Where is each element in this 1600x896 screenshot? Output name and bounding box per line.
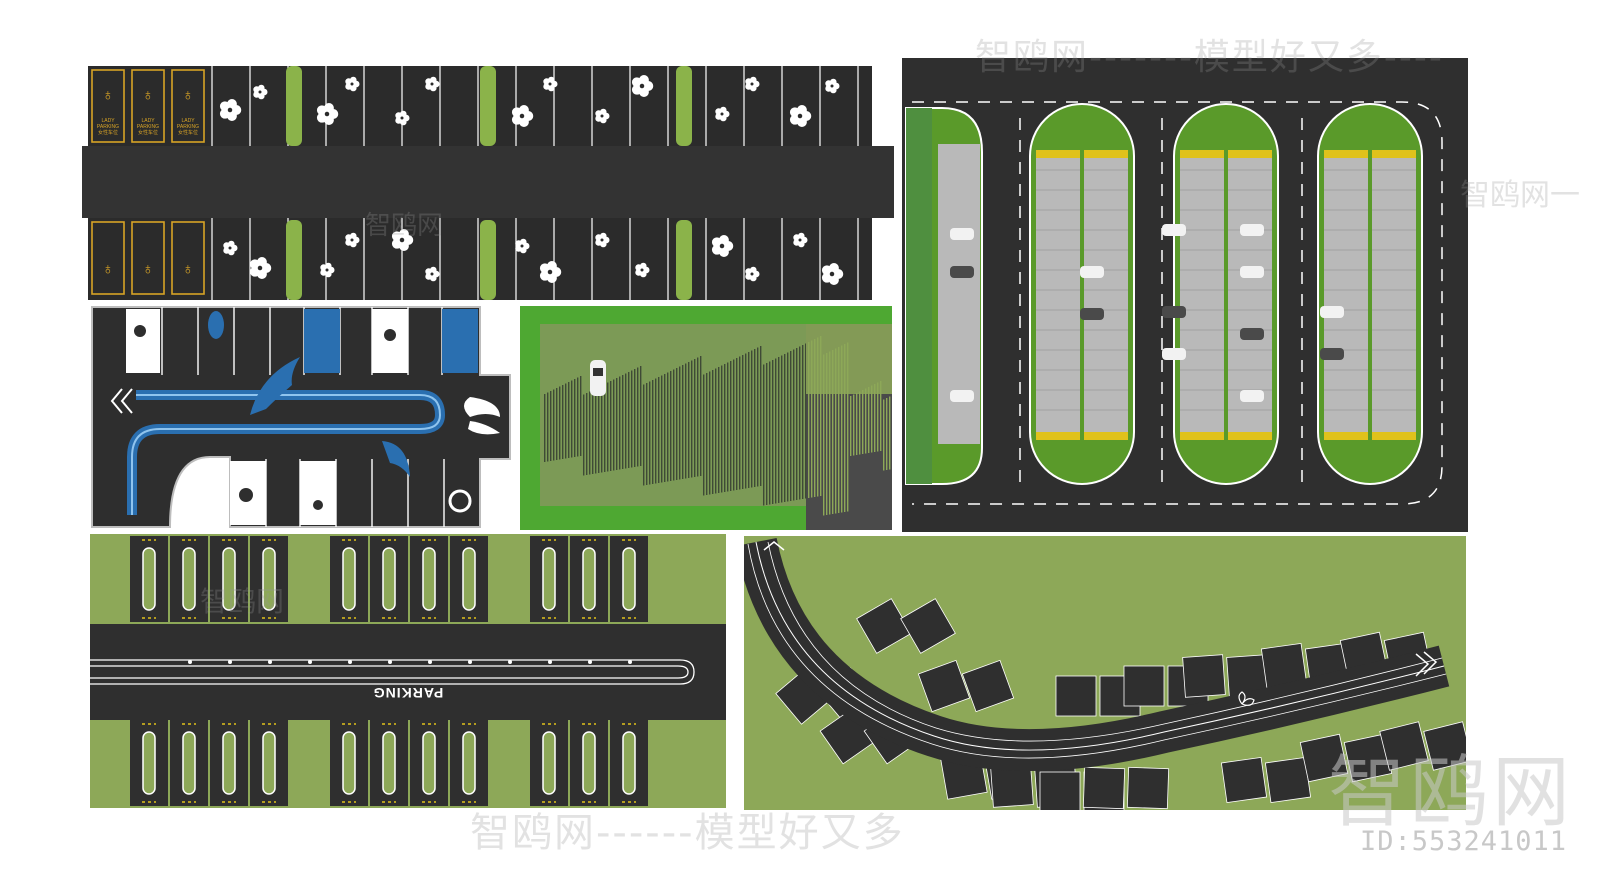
flower-icon: [253, 84, 268, 100]
flower-icon: [821, 263, 844, 285]
svg-text:♁: ♁: [102, 261, 114, 278]
car-icon: [1240, 224, 1264, 236]
capsule-parking-plan: PARKING: [90, 534, 726, 808]
flower-icon: [745, 76, 760, 92]
heart-icon: [1238, 691, 1255, 706]
flower-icon: [539, 261, 562, 283]
flower-icon: [391, 229, 414, 251]
flower-icon: [595, 108, 610, 124]
panel-lady-parking: ♁ ♁ ♁ LADY PARKING 女性车位 LADY PARKING 女性车…: [82, 64, 894, 300]
flower-icon: [316, 103, 339, 125]
svg-text:♁: ♁: [182, 87, 194, 104]
lady-label-6: 女性车位: [138, 129, 158, 136]
lady-label-4: LADY: [141, 118, 155, 124]
flower-icon: [715, 106, 730, 122]
flower-icon: [395, 110, 410, 126]
car-icon: [1320, 306, 1344, 318]
flower-icon: [515, 238, 530, 254]
flower-icon: [219, 99, 242, 121]
panel-dolphin-parking: [90, 305, 514, 529]
id-label: ID:553241011: [1360, 826, 1568, 857]
lady-label-7: LADY: [181, 118, 195, 124]
car-icon: [1162, 306, 1186, 318]
island-parking-plan: [902, 58, 1468, 532]
svg-text:♁: ♁: [142, 261, 154, 278]
flower-icon: [635, 262, 650, 278]
svg-text:♁: ♁: [102, 87, 114, 104]
flower-icon: [425, 76, 440, 92]
parking-road-text: PARKING: [373, 685, 444, 701]
lady-label-5: PARKING: [137, 124, 159, 130]
panel-capsule-parking: PARKING: [90, 534, 726, 808]
car-icon: [1320, 348, 1344, 360]
flower-icon: [745, 266, 760, 282]
flower-icon: [825, 78, 840, 94]
flower-icon: [793, 232, 808, 248]
car-icon: [1080, 266, 1104, 278]
lady-label-1: LADY: [101, 118, 115, 124]
car-icon: [1080, 308, 1104, 320]
dolphin-parking-plan: [90, 305, 514, 529]
car-icon: [1240, 390, 1264, 402]
flower-icon: [511, 105, 534, 127]
flower-icon: [249, 257, 272, 279]
watermark-small-2: 智鸥网一: [1460, 178, 1580, 213]
flower-icon: [543, 76, 558, 92]
panel-curved-parking: [744, 536, 1466, 810]
car-icon: [1162, 348, 1186, 360]
flower-icon: [595, 232, 610, 248]
lady-label-9: 女性车位: [178, 129, 198, 136]
flower-icon: [789, 105, 812, 127]
lady-label-8: PARKING: [177, 124, 199, 130]
car-icon: [590, 360, 606, 396]
lady-parking-plan: ♁ ♁ ♁ LADY PARKING 女性车位 LADY PARKING 女性车…: [82, 66, 894, 300]
car-icon: [950, 266, 974, 278]
car-icon: [1240, 328, 1264, 340]
flower-icon: [320, 262, 335, 278]
svg-text:♁: ♁: [182, 261, 194, 278]
curved-parking-plan: [744, 536, 1466, 810]
flower-icon: [345, 76, 360, 92]
car-icon: [1240, 266, 1264, 278]
grass-parking-plan: [520, 306, 892, 530]
lady-label-3: 女性车位: [98, 129, 118, 136]
flower-icon: [711, 235, 734, 257]
svg-text:♁: ♁: [142, 87, 154, 104]
car-icon: [950, 390, 974, 402]
lady-label-2: PARKING: [97, 124, 119, 130]
flower-icon: [345, 232, 360, 248]
car-icon: [1162, 224, 1186, 236]
flower-icon: [425, 266, 440, 282]
flower-icon: [223, 240, 238, 256]
car-icon: [950, 228, 974, 240]
panel-island-parking: [902, 58, 1468, 532]
panel-grass-parking: [520, 306, 892, 530]
flower-icon: [631, 75, 654, 97]
